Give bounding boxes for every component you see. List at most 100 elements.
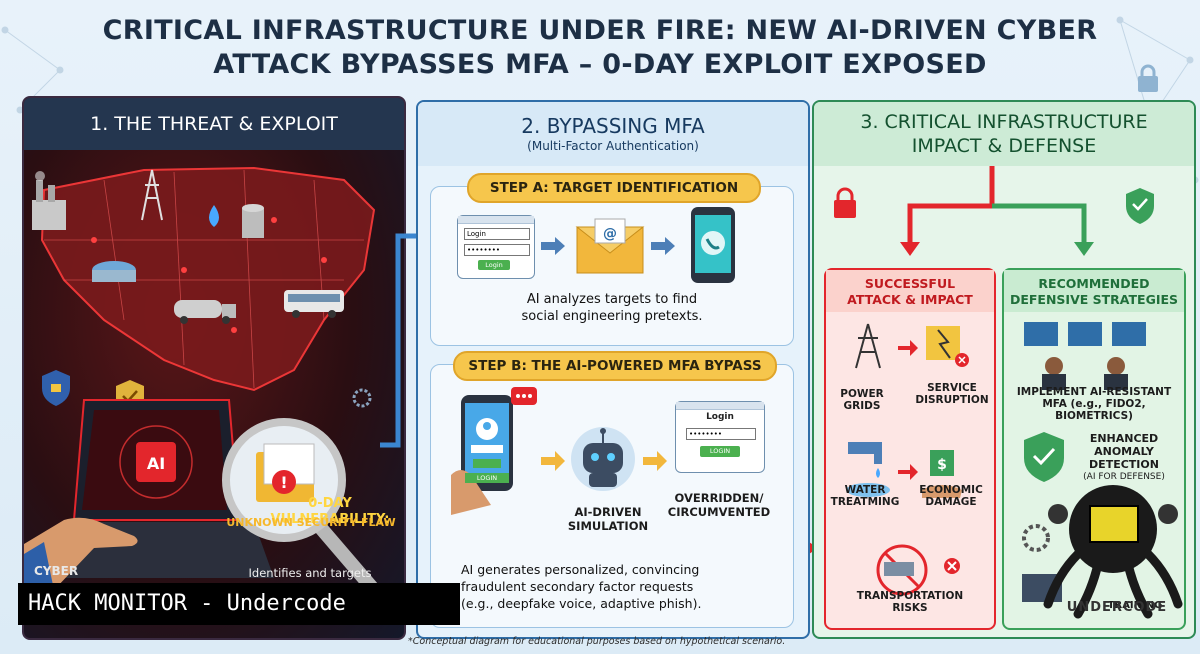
power-label-1: POWER (840, 388, 884, 400)
mfa-label-2: MFA (e.g., FIDO2, BIOMETRICS) (1042, 398, 1146, 422)
trans-label-2: RISKS (892, 602, 928, 614)
login-password-field[interactable]: •••••••• (464, 244, 530, 256)
attack-icons: $ (846, 323, 969, 596)
login-button[interactable]: Login (478, 260, 510, 270)
simulation-label-1: AI-DRIVEN (574, 505, 642, 519)
power-label-2: GRIDS (843, 400, 881, 412)
impact-heading-2: IMPACT & DEFENSE (911, 135, 1097, 157)
lock-icon (834, 187, 856, 218)
impact-defense-panel: 3. CRITICAL INFRASTRUCTURE IMPACT & DEFE… (812, 100, 1196, 639)
econ-label-2: DAMAGE (925, 496, 977, 508)
service-label-2: DISRUPTION (915, 394, 989, 406)
water-treatment-label: WATER TREATMING (830, 484, 900, 508)
trans-label-1: TRANSPORTATION (856, 590, 964, 602)
alert-icon: ! (280, 473, 287, 492)
threat-illustration: AI ! (24, 166, 381, 599)
identifies-text: Identifies and targets (248, 566, 372, 580)
login-window: Login •••••••• Login (457, 215, 535, 279)
transport-blocked-icon (876, 544, 928, 596)
water-label-1: WATER (844, 484, 886, 496)
money-hand-icon: $ (922, 450, 962, 498)
split-arrows (834, 166, 1154, 256)
step-b-card: STEP B: THE AI-POWERED MFA BYPASS (430, 351, 794, 628)
anomaly-label-1: ENHANCED (1089, 432, 1159, 445)
impact-panel-heading: 3. CRITICAL INFRASTRUCTURE IMPACT & DEFE… (814, 102, 1194, 166)
defense-card-heading: RECOMMENDED DEFENSIVE STRATEGIES (1004, 270, 1184, 312)
simulation-label-2: SIMULATION (567, 519, 649, 533)
smartphone-call-icon (691, 207, 735, 283)
impact-heading-1: 3. CRITICAL INFRASTRUCTURE (860, 111, 1148, 133)
title-line-2: ATTACK BYPASSES MFA – 0-DAY EXPLOIT EXPO… (213, 49, 987, 80)
login-b-password-field[interactable]: •••••••• (686, 428, 756, 440)
overridden-label-1: OVERRIDDEN/ (674, 491, 764, 505)
ai-chip-label: AI (147, 454, 165, 473)
attack-card-heading: SUCCESSFUL ATTACK & IMPACT (826, 270, 994, 312)
factory-icon (32, 171, 66, 230)
overridden-label: OVERRIDDEN/ CIRCUMVENTED (667, 491, 771, 519)
undercode-octopus-logo (1043, 485, 1183, 619)
vulnerability-title: 0-DAY VULNERABILITY: (270, 496, 390, 527)
storage-tank-icon (242, 204, 264, 238)
gear-icon (352, 388, 372, 408)
undercode-logo-text: UNDERCODE (1066, 600, 1168, 615)
hand-icon (24, 517, 138, 598)
footnote: *Conceptual diagram for educational purp… (408, 636, 786, 647)
title-line-1: CRITICAL INFRASTRUCTURE UNDER FIRE: NEW … (102, 15, 1098, 46)
ai-resistant-mfa-label: IMPLEMENT AI-RESISTANT MFA (e.g., FIDO2,… (1010, 386, 1178, 422)
anomaly-detection-label: ENHANCED ANOMALY DETECTION (AI FOR DEFEN… (1072, 432, 1176, 484)
page-title: CRITICAL INFRASTRUCTURE UNDER FIRE: NEW … (0, 14, 1200, 82)
defense-heading-2: DEFENSIVE STRATEGIES (1009, 292, 1179, 307)
bus-icon (284, 290, 344, 318)
water-tap-icon (846, 442, 890, 497)
mfa-panel-subheading: (Multi-Factor Authentication) (527, 139, 699, 153)
shield-lock-icon (42, 370, 70, 406)
threat-panel: 1. THE THREAT & EXPLOIT (22, 96, 406, 640)
us-map (40, 166, 376, 392)
step-a-card: STEP A: TARGET IDENTIFICATION Login ••••… (430, 173, 794, 346)
attack-heading-1: SUCCESSFUL (864, 276, 956, 291)
login-window-b: Login •••••••• LOGIN (675, 401, 765, 473)
simulation-label: AI-DRIVEN SIMULATION (565, 505, 651, 533)
login-b-label: Login (706, 412, 734, 422)
power-grids-label: POWER GRIDS (832, 388, 892, 412)
shield-icon (1126, 188, 1154, 224)
water-plant-icon (92, 261, 136, 282)
threat-panel-heading: 1. THE THREAT & EXPLOIT (24, 98, 404, 150)
svg-text:$: $ (937, 457, 947, 473)
email-envelope-icon: @ (575, 218, 645, 274)
error-x-icon (944, 558, 960, 574)
power-tower-icon (855, 323, 881, 369)
power-pylon-icon (141, 169, 163, 221)
svg-text:@: @ (603, 226, 617, 242)
step-b-caption-2: fraudulent secondary factor requests (461, 579, 694, 594)
econ-label-1: ECONOMIC (919, 484, 983, 496)
overridden-label-2: CIRCUMVENTED (667, 505, 771, 519)
phone-login-button[interactable]: LOGIN (465, 473, 509, 483)
training-label: TRAINING (1107, 600, 1163, 611)
login-b-button[interactable]: LOGIN (700, 446, 740, 457)
mfa-panel-heading-block: 2. BYPASSING MFA (Multi-Factor Authentic… (418, 102, 808, 166)
padlock-icon (1138, 64, 1158, 92)
mfa-panel-heading: 2. BYPASSING MFA (521, 114, 705, 138)
login-username-field[interactable]: Login (464, 228, 530, 240)
step-b-pill: STEP B: THE AI-POWERED MFA BYPASS (453, 351, 777, 381)
anomaly-label-4: (AI FOR DEFENSE) (1083, 472, 1165, 482)
tanker-truck-icon (174, 300, 236, 324)
service-disruption-label: SERVICE DISRUPTION (910, 382, 994, 406)
service-label-1: SERVICE (927, 382, 977, 394)
gears-icon (1022, 524, 1050, 552)
attack-impact-card: SUCCESSFUL ATTACK & IMPACT $ (824, 268, 996, 630)
transportation-label: TRANSPORTATION RISKS (830, 590, 990, 614)
vulnerability-subtitle: UNKNOWN SECURITY FLAW (226, 516, 396, 529)
step-a-caption-1: AI analyzes targets to find (526, 292, 698, 307)
laptop-icon (34, 399, 274, 578)
water-label-2: TREATMING (830, 496, 900, 508)
cyber-label: CYBER (34, 564, 79, 578)
security-team-icon (1024, 322, 1146, 390)
attack-heading-2: ATTACK & IMPACT (847, 292, 973, 307)
chat-bubble-icon (511, 387, 537, 405)
step-b-caption-1: AI generates personalized, convincing (461, 562, 700, 577)
step-a-icons: @ (541, 207, 735, 283)
mfa-label-1: IMPLEMENT AI-RESISTANT (1016, 386, 1172, 398)
step-b-icons (451, 387, 667, 515)
